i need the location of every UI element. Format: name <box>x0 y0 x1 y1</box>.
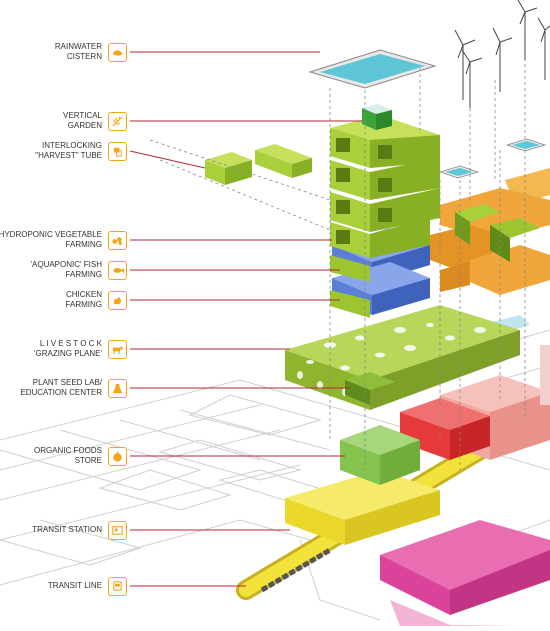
flask-icon <box>108 379 127 398</box>
harvest-tube-left <box>205 144 312 185</box>
central-tower <box>330 104 440 318</box>
label-seed-lab: PLANT SEED LAB/ EDUCATION CENTER <box>20 378 102 397</box>
magenta-block <box>380 520 550 626</box>
rainwater-cistern-plate <box>308 49 547 179</box>
transit-station-block <box>285 470 440 545</box>
label-transit-line: TRANSIT LINE <box>47 581 102 590</box>
apple-icon <box>108 447 127 466</box>
label-rainwater-cistern: RAINWATER CISTERN <box>54 42 102 61</box>
chicken-icon <box>108 291 127 310</box>
train-icon <box>108 577 127 596</box>
water-drop-icon <box>108 43 127 62</box>
green-modules-right <box>455 204 540 262</box>
label-transit-station: TRANSIT STATION <box>32 525 102 534</box>
leader-lines <box>129 51 362 587</box>
label-organic-store: ORGANIC FOODS STORE <box>33 446 102 465</box>
seed-lab-block <box>345 372 395 405</box>
label-hydroponic: HYDROPONIC VEGETABLE FARMING <box>0 230 102 249</box>
street-grid <box>0 329 550 621</box>
fish-icon <box>108 261 127 280</box>
dashed-guides <box>149 40 526 470</box>
organic-store-block <box>340 425 420 485</box>
label-livestock: L I V E S T O C K 'GRAZING PLANE' <box>34 339 102 358</box>
leaf-icon <box>108 112 127 131</box>
station-icon <box>108 521 127 540</box>
label-chicken: CHICKEN FARMING <box>65 290 102 309</box>
wind-turbines <box>454 0 550 108</box>
label-vertical-garden: VERTICAL GARDEN <box>63 111 102 130</box>
label-aquaponic: 'AQUAPONIC' FISH FARMING <box>30 260 102 279</box>
tube-icon <box>108 142 127 161</box>
cow-icon <box>108 340 127 359</box>
vegetable-icon <box>108 231 127 250</box>
label-harvest-tube: INTERLOCKING "HARVEST" TUBE <box>35 141 102 160</box>
